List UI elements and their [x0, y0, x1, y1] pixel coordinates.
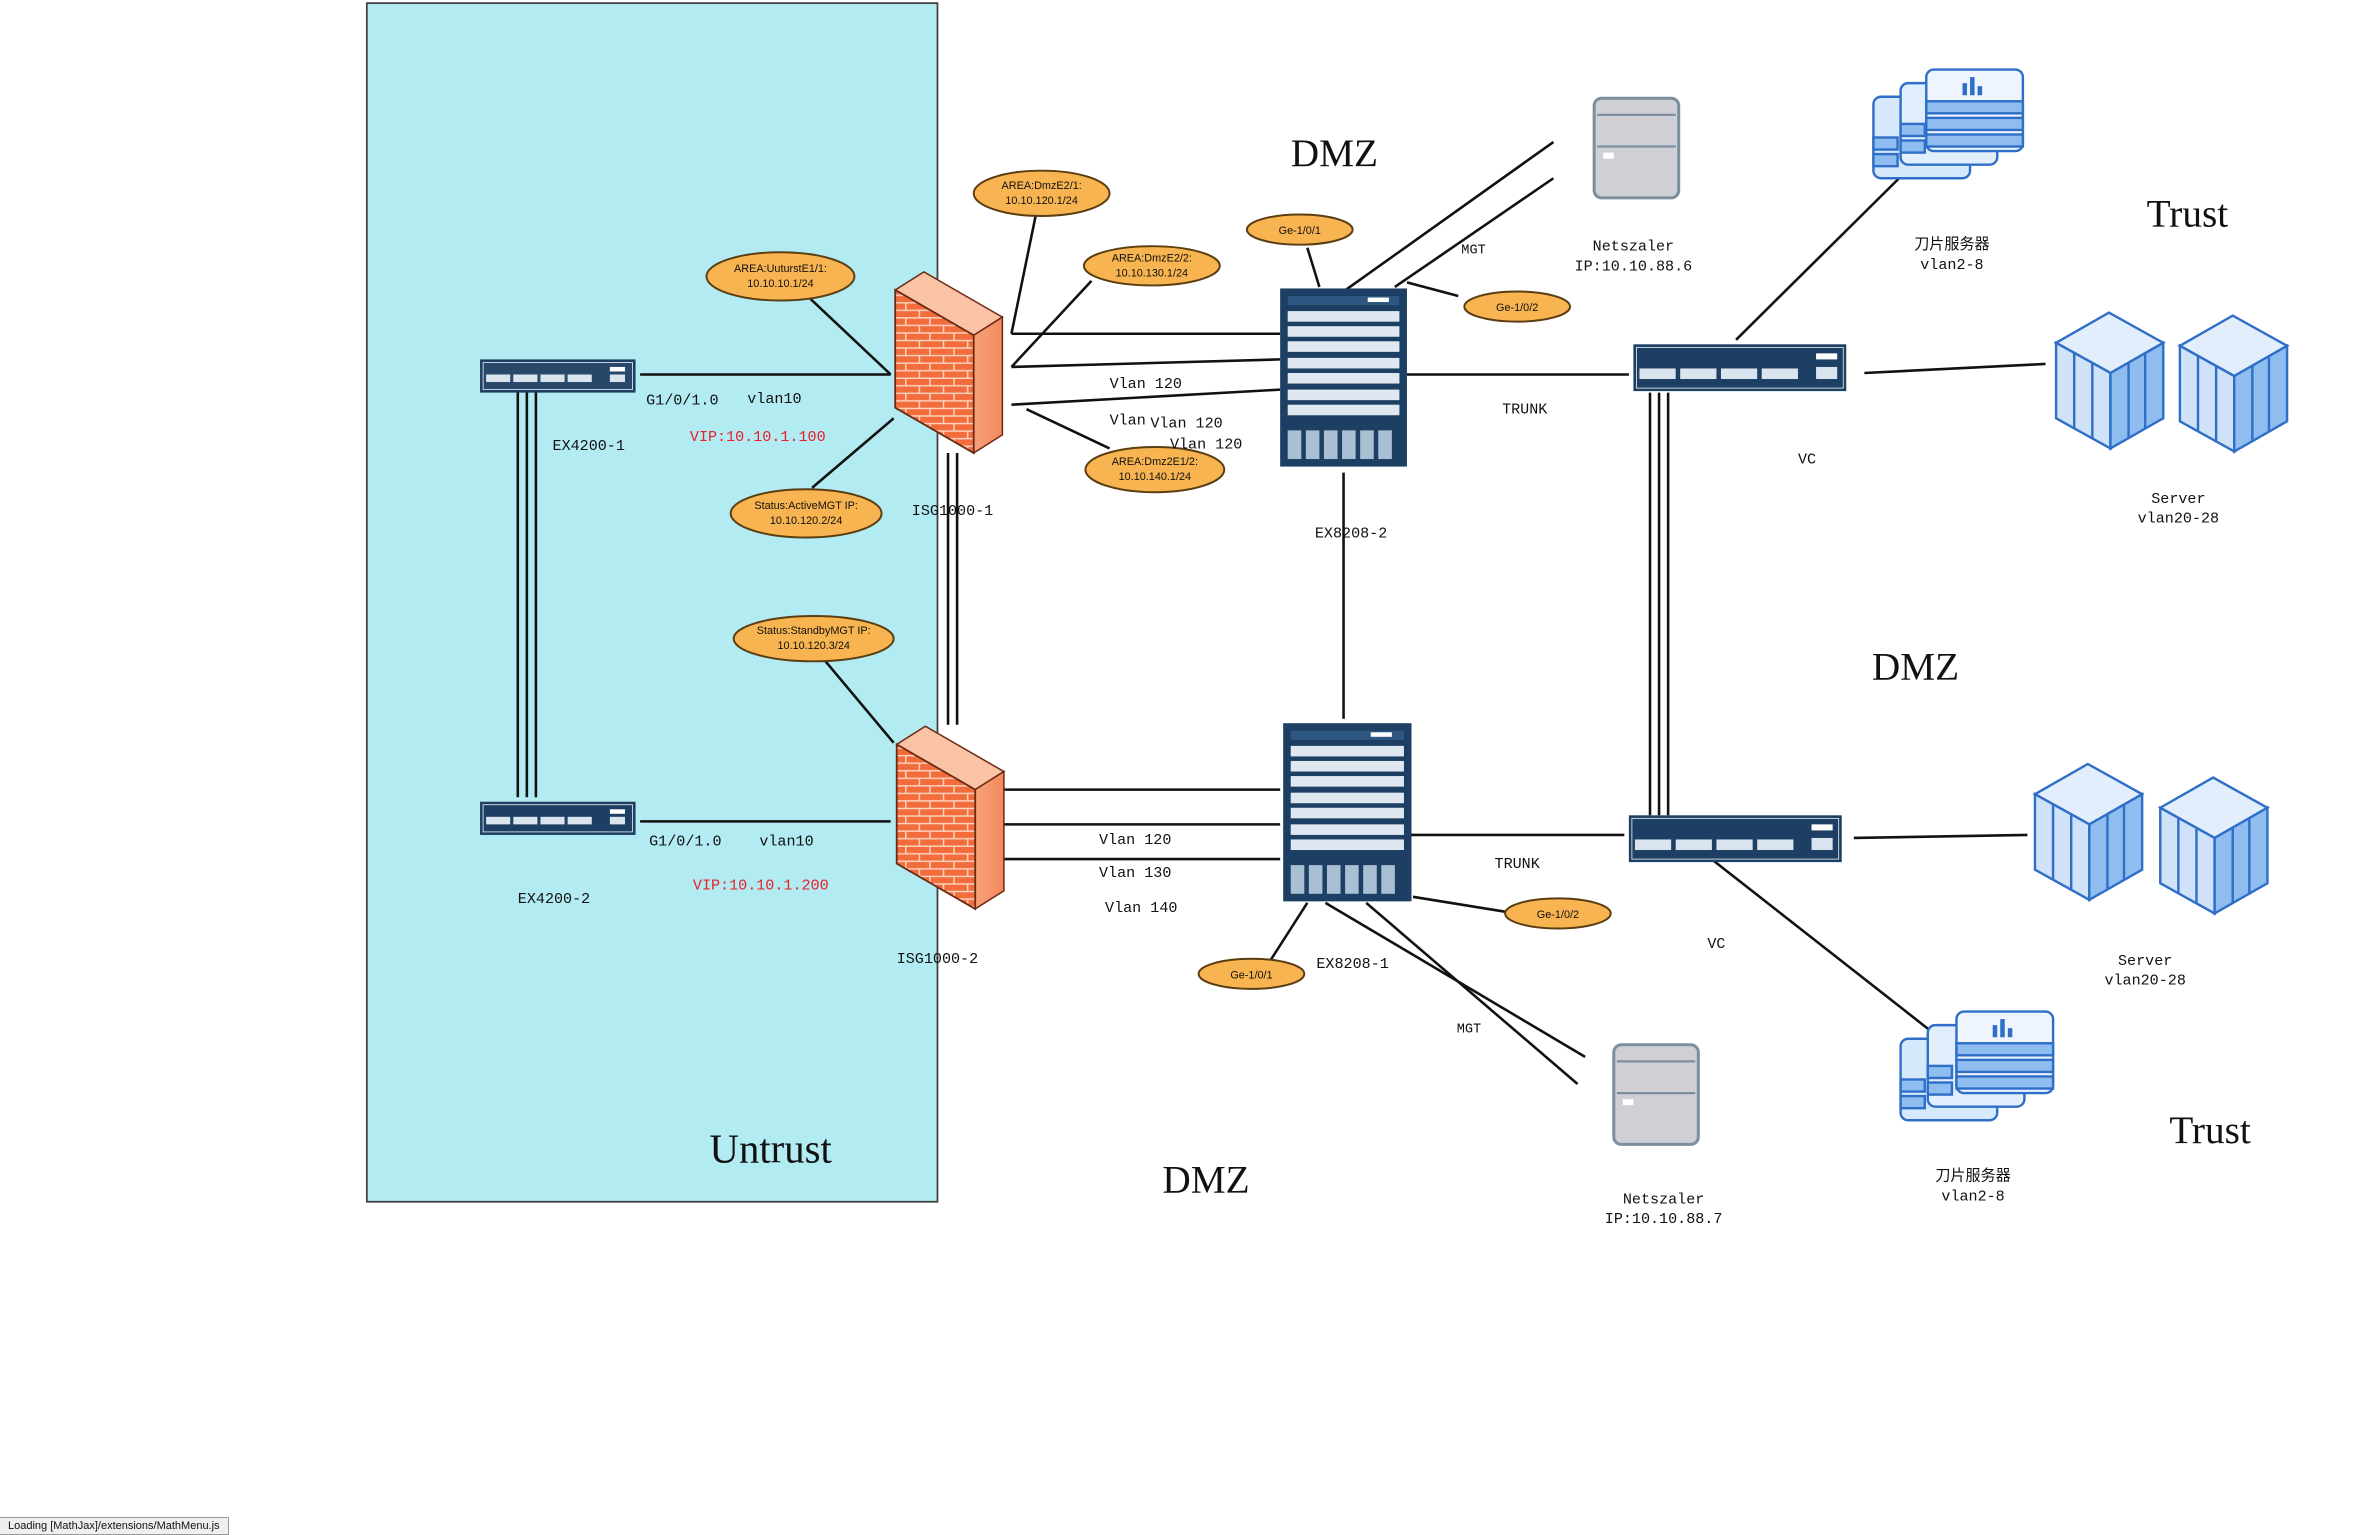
label-isg1000-1: ISG1000-1 — [912, 502, 993, 520]
switch-vc-bottom-icon — [1628, 815, 1842, 863]
link-label-mgt-top: MGT — [1461, 244, 1485, 259]
callout-area-dmz-e12-line2: 10.10.140.1/24 — [1119, 471, 1191, 483]
label-ex8208-2: EX8208-2 — [1315, 525, 1387, 543]
link-label-vlan10-bottom: vlan10 — [759, 833, 813, 851]
label-netscaler-bottom-name: Netszaler — [1623, 1190, 1704, 1208]
link-label-bottom-vlan120: Vlan 120 — [1099, 831, 1171, 849]
label-netscaler-top-ip: IP:10.10.88.6 — [1575, 257, 1693, 275]
label-vc-top: VC — [1798, 451, 1816, 469]
link-label-bottom-vlan140: Vlan 140 — [1105, 899, 1177, 917]
label-vc-bottom: VC — [1707, 935, 1725, 953]
label-blade-top-name: 刀片服务器 — [1914, 236, 1989, 254]
callout-area-dmz-e12-line1: AREA:Dmz2E1/2: — [1112, 456, 1198, 468]
label-netscaler-top-name: Netszaler — [1593, 238, 1674, 256]
link-label-top-vlan120-d: Vlan 120 — [1170, 435, 1242, 453]
switch-ex4200-1-icon — [480, 359, 636, 393]
callout-status-active-line1: Status:ActiveMGT IP: — [754, 500, 858, 512]
link-label-mgt-bottom: MGT — [1457, 1023, 1481, 1038]
callout-area-untrust-line1: AREA:UuturstE1/1: — [734, 263, 827, 275]
firewall-isg1000-2-icon — [895, 725, 1006, 911]
label-isg1000-2: ISG1000-2 — [897, 950, 978, 968]
label-server-bottom-vlan: vlan20-28 — [2104, 971, 2185, 989]
label-server-top-name: Server — [2151, 490, 2205, 508]
link-label-trunk-top: TRUNK — [1502, 401, 1548, 419]
callout-area-dmz-e21-line1: AREA:DmzE2/1: — [1002, 180, 1082, 192]
callout-status-standby-line1: Status:StandbyMGT IP: — [757, 625, 871, 637]
callout-ge101-bottom — [1197, 957, 1306, 990]
callout-ge102-top-text: Ge-1/0/2 — [1496, 302, 1538, 314]
callout-area-untrust-line2: 10.10.10.1/24 — [747, 278, 813, 290]
zone-label-dmz-middle: DMZ — [1872, 645, 1959, 688]
label-ex4200-1: EX4200-1 — [553, 437, 625, 455]
label-server-top-vlan: vlan20-28 — [2138, 509, 2219, 527]
label-netscaler-bottom-ip: IP:10.10.88.7 — [1605, 1210, 1723, 1228]
zone-label-trust-top: Trust — [2147, 193, 2229, 236]
blade-server-bottom-icon — [1899, 1010, 2055, 1122]
label-blade-bottom-name: 刀片服务器 — [1935, 1168, 2010, 1186]
switch-ex4200-2-icon — [480, 801, 636, 835]
callout-ge101-top — [1245, 213, 1354, 246]
zone-label-dmz-top: DMZ — [1291, 132, 1378, 175]
connection-lines — [516, 140, 2046, 1085]
zone-label-trust-bottom: Trust — [2169, 1109, 2251, 1152]
callout-ge102-bottom-text: Ge-1/0/2 — [1537, 909, 1579, 921]
link-label-trunk-bottom: TRUNK — [1495, 855, 1541, 873]
label-blade-top-vlan: vlan2-8 — [1920, 256, 1983, 274]
callout-area-untrust — [705, 251, 856, 302]
link-label-top-vlan120-a: Vlan 120 — [1110, 375, 1182, 393]
rack-server-bottom-icon — [2032, 762, 2270, 916]
link-label-g1-top: G1/0/1.0 — [646, 392, 718, 410]
callout-area-dmz-e22-line2: 10.10.130.1/24 — [1116, 267, 1188, 279]
callout-area-dmz-e21-line2: 10.10.120.1/24 — [1005, 195, 1077, 207]
label-ex8208-1: EX8208-1 — [1316, 955, 1388, 973]
link-label-top-vlan120-c: Vlan 120 — [1150, 414, 1222, 432]
switch-vc-top-icon — [1633, 344, 1847, 392]
untrust-zone — [365, 2, 939, 1203]
callout-status-standby — [732, 615, 895, 663]
callout-ge102-top — [1463, 290, 1571, 323]
netscaler-top-icon — [1592, 96, 1681, 200]
link-label-top-vlan-b: Vlan — [1110, 411, 1146, 429]
callout-area-dmz-e12 — [1084, 445, 1226, 494]
callout-ge102-bottom — [1504, 897, 1612, 930]
callout-area-dmz-e22-line1: AREA:DmzE2/2: — [1112, 252, 1192, 264]
callout-area-dmz-e22 — [1082, 245, 1221, 287]
callout-ge101-bottom-text: Ge-1/0/1 — [1230, 969, 1272, 981]
chassis-ex8208-2-icon — [1280, 288, 1407, 467]
netscaler-bottom-icon — [1612, 1043, 1700, 1146]
callout-status-active-line2: 10.10.120.2/24 — [770, 515, 842, 527]
mathjax-status-bar: Loading [MathJax]/extensions/MathMenu.js — [0, 1517, 229, 1535]
callout-area-dmz-e21 — [972, 169, 1111, 217]
label-server-bottom-name: Server — [2118, 952, 2172, 970]
blade-server-top-icon — [1872, 68, 2025, 180]
link-label-vip-bottom: VIP:10.10.1.200 — [693, 876, 829, 894]
callout-status-active — [729, 488, 883, 539]
label-blade-bottom-vlan: vlan2-8 — [1941, 1187, 2004, 1205]
chassis-ex8208-1-icon — [1283, 723, 1412, 902]
rack-server-top-icon — [2053, 311, 2290, 454]
link-label-vlan10-top: vlan10 — [747, 390, 801, 408]
link-label-g1-bottom: G1/0/1.0 — [649, 833, 721, 851]
callout-status-standby-line2: 10.10.120.3/24 — [777, 640, 849, 652]
zone-label-dmz-bottom: DMZ — [1162, 1159, 1249, 1202]
label-ex4200-2: EX4200-2 — [518, 890, 590, 908]
zone-label-untrust: Untrust — [710, 1127, 833, 1172]
link-label-bottom-vlan130: Vlan 130 — [1099, 864, 1171, 882]
firewall-isg1000-1-icon — [893, 270, 1004, 455]
link-label-vip-top: VIP:10.10.1.100 — [690, 428, 826, 446]
callout-ge101-top-text: Ge-1/0/1 — [1279, 225, 1321, 237]
